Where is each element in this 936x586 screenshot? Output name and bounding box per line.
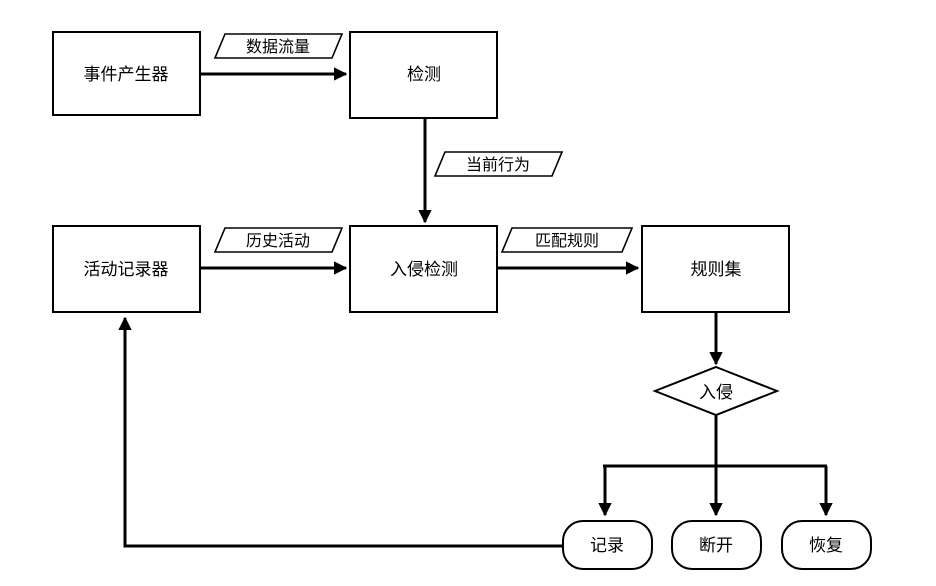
edge-record-to-activity-recorder — [118, 316, 563, 548]
node-intrusion-decision: 入侵 — [652, 365, 780, 417]
edge-label-data-flow: 数据流量 — [213, 33, 344, 59]
node-rule-set: 规则集 — [641, 225, 790, 313]
node-activity-recorder: 活动记录器 — [52, 225, 201, 313]
node-intrusion-detection-label: 入侵检测 — [390, 260, 458, 280]
edge-label-data-flow-text: 数据流量 — [246, 37, 310, 56]
edge-label-history-activity: 历史活动 — [213, 227, 344, 253]
node-activity-recorder-label: 活动记录器 — [84, 260, 169, 280]
node-rule-set-label: 规则集 — [691, 260, 742, 280]
node-record-label: 记录 — [590, 536, 624, 556]
node-recover: 恢复 — [781, 520, 872, 570]
node-recover-label: 恢复 — [809, 536, 843, 556]
node-detection-label: 检测 — [407, 65, 441, 85]
node-event-generator-label: 事件产生器 — [84, 65, 169, 85]
edge-label-current-behavior-text: 当前行为 — [466, 155, 530, 174]
edge-label-match-rules-text: 匹配规则 — [535, 231, 599, 250]
node-disconnect-label: 断开 — [699, 536, 733, 556]
node-disconnect: 断开 — [671, 520, 762, 570]
node-record: 记录 — [562, 520, 653, 570]
node-event-generator: 事件产生器 — [52, 31, 201, 116]
edge-label-match-rules: 匹配规则 — [500, 227, 634, 253]
node-detection: 检测 — [349, 31, 498, 119]
node-intrusion-detection: 入侵检测 — [349, 225, 498, 313]
edge-label-history-activity-text: 历史活动 — [246, 231, 310, 250]
edge-label-current-behavior: 当前行为 — [433, 151, 564, 177]
node-intrusion-label: 入侵 — [699, 383, 733, 403]
